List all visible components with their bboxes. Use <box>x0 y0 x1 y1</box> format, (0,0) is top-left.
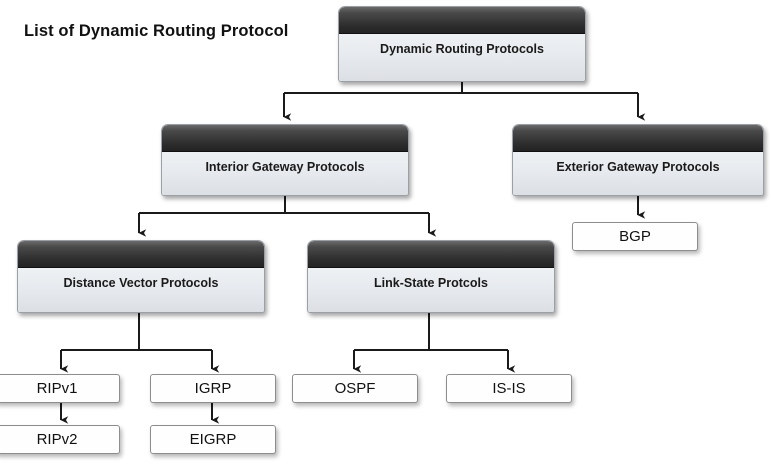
node-body: Distance Vector Protocols <box>18 268 264 312</box>
node-ripv1[interactable]: RIPv1 <box>0 374 120 403</box>
node-eigrp[interactable]: EIGRP <box>150 425 276 454</box>
node-label: Exterior Gateway Protocols <box>556 160 720 174</box>
node-distance-vector-protocols[interactable]: Distance Vector Protocols <box>17 240 265 313</box>
node-bgp[interactable]: BGP <box>572 222 698 251</box>
node-header-bar <box>162 125 408 152</box>
node-header-bar <box>18 241 264 268</box>
node-body: Link-State Protcols <box>308 268 554 312</box>
node-label: Distance Vector Protocols <box>63 276 219 290</box>
node-body: Dynamic Routing Protocols <box>339 34 585 81</box>
node-exterior-gateway-protocols[interactable]: Exterior Gateway Protocols <box>512 124 764 196</box>
node-header-bar <box>513 125 763 152</box>
node-ripv2[interactable]: RIPv2 <box>0 425 120 454</box>
node-isis[interactable]: IS-IS <box>446 374 572 403</box>
node-label: BGP <box>619 228 651 245</box>
node-label: RIPv1 <box>36 380 78 397</box>
node-label: RIPv2 <box>36 431 78 448</box>
node-label: Interior Gateway Protocols <box>205 160 365 174</box>
node-label: Dynamic Routing Protocols <box>380 42 544 56</box>
node-label: IGRP <box>194 380 232 397</box>
node-ospf[interactable]: OSPF <box>292 374 418 403</box>
node-interior-gateway-protocols[interactable]: Interior Gateway Protocols <box>161 124 409 196</box>
node-body: Exterior Gateway Protocols <box>513 152 763 195</box>
node-header-bar <box>308 241 554 268</box>
node-label: EIGRP <box>189 431 237 448</box>
node-link-state-protocols[interactable]: Link-State Protcols <box>307 240 555 313</box>
page-title: List of Dynamic Routing Protocol <box>24 22 289 40</box>
node-dynamic-routing-protocols[interactable]: Dynamic Routing Protocols <box>338 6 586 82</box>
node-body: Interior Gateway Protocols <box>162 152 408 195</box>
node-header-bar <box>339 7 585 34</box>
node-label: IS-IS <box>492 380 526 397</box>
node-label: Link-State Protcols <box>374 276 488 290</box>
node-label: OSPF <box>334 380 376 397</box>
node-igrp[interactable]: IGRP <box>150 374 276 403</box>
